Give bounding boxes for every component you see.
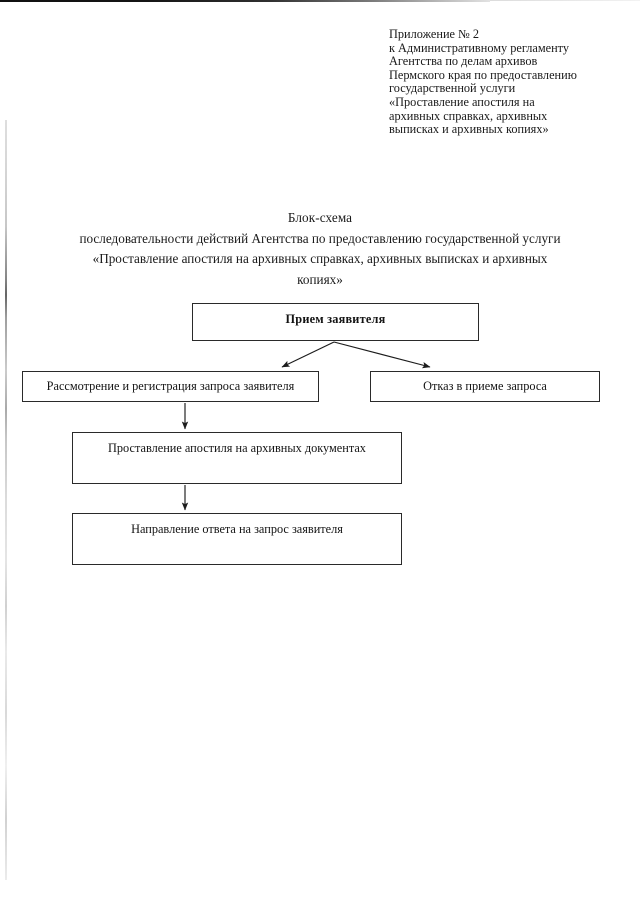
title-line-subtitle-2: «Проставление апостиля на архивных справ… xyxy=(92,251,548,266)
scan-edge-artifact-top xyxy=(0,0,490,2)
appendix-header: Приложение № 2 к Административному регла… xyxy=(389,27,604,137)
header-line-service-name-1: «Проставление апостиля на xyxy=(389,94,535,109)
flowchart-node-apostille-label: Проставление апостиля на архивных докуме… xyxy=(108,441,366,455)
flowchart-node-refusal: Отказ в приеме запроса xyxy=(370,371,600,402)
header-line-appendix-number: Приложение № 2 xyxy=(389,27,480,41)
scan-edge-artifact-top-right xyxy=(490,0,640,1)
title-line-subtitle-1: последовательности действий Агентства по… xyxy=(79,230,561,246)
header-line-service-name-3: выписках и архивных копиях» xyxy=(389,122,549,137)
title-line-subtitle-3: копиях» xyxy=(297,271,343,287)
header-line-agency: Агентства по делам архивов xyxy=(389,54,538,69)
flowchart-node-intake: Прием заявителя xyxy=(192,303,479,341)
connector-intake-to-refusal xyxy=(333,341,431,369)
flowchart-node-review: Рассмотрение и регистрация запроса заяви… xyxy=(22,371,319,402)
flowchart-node-response: Направление ответа на запрос заявителя xyxy=(72,513,402,565)
document-title: Блок-схема последовательности действий А… xyxy=(30,208,610,290)
flowchart-node-refusal-label: Отказ в приеме запроса xyxy=(423,379,547,393)
header-line-service: государственной услуги xyxy=(389,81,516,96)
flowchart-node-intake-label: Прием заявителя xyxy=(285,312,386,326)
header-line-service-name-2: архивных справках, архивных xyxy=(389,108,548,123)
flowchart-node-review-label: Рассмотрение и регистрация запроса заяви… xyxy=(46,379,295,393)
header-line-region: Пермского края по предоставлению xyxy=(389,67,577,82)
flowchart-node-response-label: Направление ответа на запрос заявителя xyxy=(131,522,343,536)
title-line-heading: Блок-схема xyxy=(287,210,353,225)
flowchart-node-apostille: Проставление апостиля на архивных докуме… xyxy=(72,432,402,484)
connector-intake-to-review xyxy=(281,341,335,368)
scan-edge-artifact-left xyxy=(5,120,7,880)
header-line-regulation: к Административному регламенту xyxy=(389,40,570,55)
